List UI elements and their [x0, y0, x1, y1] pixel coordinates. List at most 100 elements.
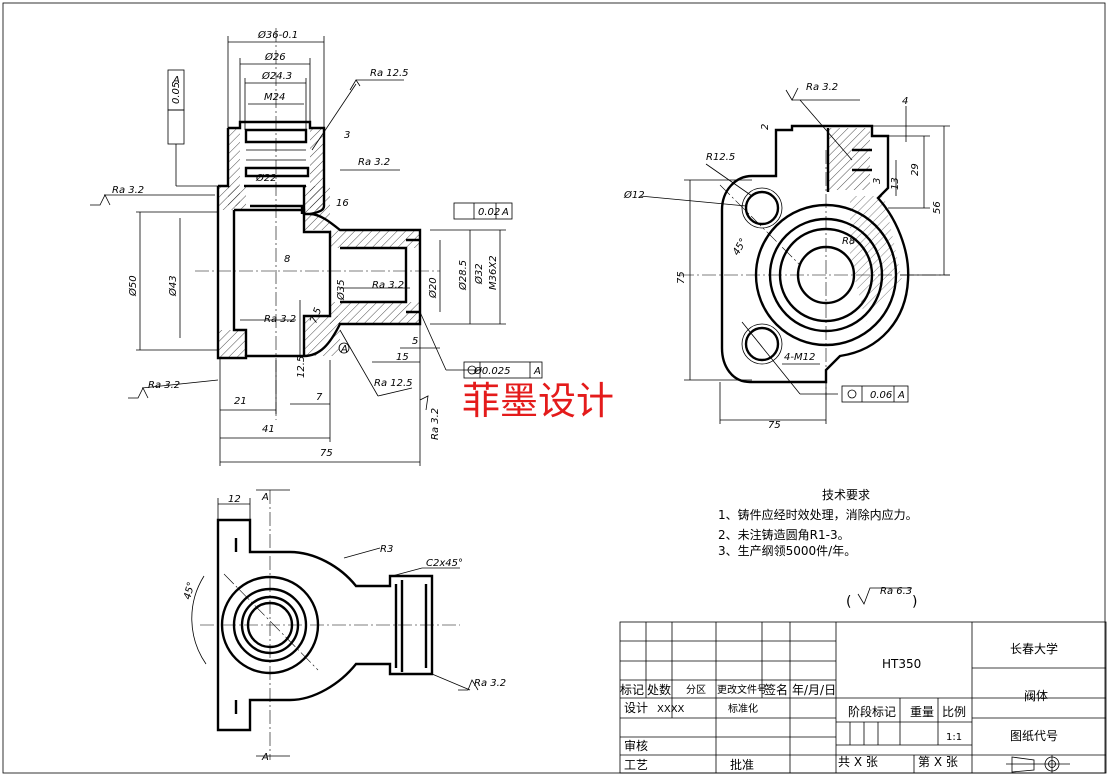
dim-m36: M36X2 — [488, 255, 499, 290]
tb-weight: 重量 — [910, 705, 934, 719]
datum-a-conc: A — [533, 366, 541, 377]
bottom-ra: Ra 3.2 — [474, 678, 506, 689]
dim-d28-5: Ø28.5 — [457, 260, 469, 291]
side-dim-two: 2 — [760, 124, 771, 130]
dim-75: 75 — [320, 448, 333, 459]
side-ra: Ra 3.2 — [806, 82, 838, 93]
technical-notes: 技术要求 1、铸件应经时效处理，消除内应力。 2、未注铸造圆角R1-3。 3、生… — [718, 488, 918, 610]
dim-eight: 8 — [284, 254, 290, 265]
tb-ratio: 比例 — [942, 705, 966, 719]
dim-m24: M24 — [264, 92, 285, 103]
section-hatching — [218, 128, 420, 358]
dim-d26: Ø26 — [264, 51, 286, 63]
dim-flatness: 0.05 — [171, 82, 182, 104]
tb-h-sign: 签名 — [764, 682, 788, 697]
ra-inner: Ra 3.2 — [358, 157, 390, 168]
ra-mid: Ra 3.2 — [372, 280, 404, 291]
ra-right: Ra 3.2 — [430, 408, 441, 440]
tb-sheet: 第 X 张 — [918, 755, 958, 769]
datum-a-front: A — [172, 75, 180, 86]
perp-tol: 0.02 — [478, 207, 500, 218]
notes-title: 技术要求 — [822, 488, 870, 502]
side-dim-75-h: 75 — [768, 420, 781, 431]
side-view: Ra 3.2 4 2 R12.5 Ø12 29 13 3 56 45° R8 7… — [623, 82, 950, 431]
bottom-r3: R3 — [380, 544, 393, 555]
dim-d50: Ø50 — [127, 275, 139, 297]
datum-a-perp: A — [501, 207, 509, 218]
title-block: HT350 长春大学 阀体 图纸代号 标记 处数 分区 更改文件号 签名 年/月… — [619, 621, 1107, 774]
tb-h-doc: 更改文件号 — [717, 683, 767, 696]
svg-text:): ) — [912, 594, 917, 610]
dim-d22: Ø22 — [255, 172, 277, 184]
dim-fifteen: 15 — [396, 352, 409, 363]
projection-symbol-icon — [1006, 755, 1070, 773]
bottom-angle: 45° — [182, 581, 197, 601]
tb-designer: XXXX — [657, 704, 685, 715]
tb-part-name: 阀体 — [1024, 689, 1048, 703]
side-d12: Ø12 — [623, 189, 645, 201]
dim-21: 21 — [234, 396, 247, 407]
tb-total: 共 X 张 — [838, 755, 878, 769]
watermark: 菲墨设计 — [462, 379, 614, 423]
ra-bottom: Ra 12.5 — [374, 378, 413, 389]
dim-seven: 7 — [316, 392, 323, 403]
tb-review: 审核 — [624, 738, 648, 753]
side-thread: 4-M12 — [784, 352, 815, 363]
tb-design: 设计 — [624, 701, 648, 715]
bottom-a-top: A — [261, 492, 269, 503]
tb-drawing-no: 图纸代号 — [1010, 729, 1058, 743]
tb-approve: 批准 — [730, 757, 754, 772]
dim-five: 5 — [412, 336, 418, 347]
dim-d24-3: Ø24.3 — [261, 70, 292, 82]
dim-41: 41 — [262, 424, 275, 435]
front-section-view: Ø36-0.1 Ø26 Ø24.3 M24 0.05 A Ra 12.5 3 R… — [90, 28, 543, 466]
side-dim-13: 13 — [890, 177, 901, 190]
dim-d36: Ø36-0.1 — [257, 29, 298, 41]
bottom-chamfer: C2x45° — [426, 558, 463, 569]
note-3: 3、生产纲领5000件/年。 — [718, 544, 856, 558]
side-dim-29: 29 — [910, 163, 921, 176]
bottom-a-bottom: A — [261, 752, 269, 763]
dim-d20: Ø20 — [427, 277, 439, 299]
tb-h-count: 处数 — [647, 682, 671, 697]
dim-d32: Ø32 — [473, 263, 485, 285]
side-dim-75-v: 75 — [676, 271, 687, 284]
tb-h-date: 年/月/日 — [792, 683, 836, 697]
ra-top: Ra 12.5 — [370, 68, 409, 79]
dim-twelve-five: 12.5 — [296, 356, 307, 378]
side-r8: R8 — [842, 236, 855, 247]
tb-stage: 阶段标记 — [848, 704, 896, 719]
bottom-dim-12: 12 — [228, 494, 241, 505]
tb-h-mark: 标记 — [620, 683, 644, 697]
tb-process: 工艺 — [624, 758, 648, 772]
bottom-view: 12 A A R3 C2x45° 45° Ra 3.2 — [182, 489, 506, 763]
side-r12-5: R12.5 — [706, 152, 735, 163]
dim-seven-five: 7.5 — [308, 306, 324, 325]
conc-tol: Ø0.025 — [473, 365, 511, 377]
dim-d35: Ø35 — [335, 279, 347, 301]
section-a-mark: A — [340, 344, 348, 355]
ra-left: Ra 3.2 — [112, 185, 144, 196]
ra-bottom-left: Ra 3.2 — [148, 380, 180, 391]
tb-scale: 1:1 — [946, 732, 962, 743]
svg-text:(: ( — [846, 594, 851, 610]
side-dim-four: 4 — [902, 96, 908, 107]
dim-h16: 16 — [336, 198, 349, 209]
ra-bore: Ra 3.2 — [264, 314, 296, 325]
tb-standard: 标准化 — [728, 702, 758, 715]
general-roughness: Ra 6.3 — [880, 586, 912, 597]
dim-three: 3 — [344, 130, 350, 141]
note-2: 2、未注铸造圆角R1-3。 — [718, 527, 850, 542]
tb-h-zone: 分区 — [686, 684, 706, 696]
tb-material: HT350 — [882, 657, 921, 671]
side-dim-3: 3 — [872, 178, 883, 184]
dim-d43: Ø43 — [167, 275, 179, 297]
side-dim-56: 56 — [932, 201, 943, 214]
side-pos-tol: 0.06 — [870, 390, 892, 401]
side-datum: A — [897, 390, 905, 401]
note-1: 1、铸件应经时效处理，消除内应力。 — [718, 507, 918, 522]
side-angle: 45° — [731, 237, 749, 258]
tb-university: 长春大学 — [1010, 641, 1058, 656]
